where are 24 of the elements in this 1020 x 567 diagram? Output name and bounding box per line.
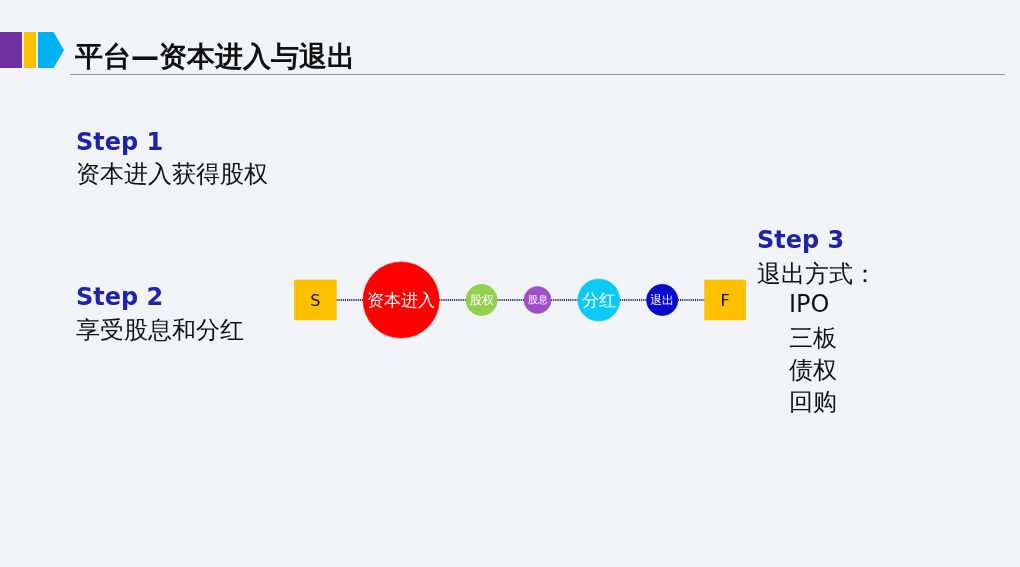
step-heading: Step 1: [76, 128, 164, 156]
label-text: 资本进入获得股权: [76, 159, 268, 190]
node-box: S: [294, 279, 337, 321]
title: 平台—资本进入与退出: [75, 39, 355, 75]
node-circle: 退出: [646, 284, 679, 316]
connector: [619, 298, 647, 302]
connector: [497, 298, 524, 302]
node-circle: 股权: [465, 284, 498, 316]
node-circle: 股息: [523, 286, 552, 314]
label-text: 三板: [789, 323, 837, 354]
node-circle: 资本进入: [362, 261, 440, 339]
label-text: IPO: [789, 290, 830, 318]
label-text: 退出方式：: [757, 259, 877, 290]
node-circle: 分红: [577, 278, 621, 322]
label-text: 回购: [789, 387, 837, 418]
node-box: F: [704, 279, 746, 321]
label-text: 享受股息和分红: [76, 315, 244, 346]
connector: [551, 298, 578, 302]
connector: [439, 298, 466, 302]
connector: [677, 298, 705, 302]
step-heading: Step 3: [757, 226, 845, 254]
step-heading: Step 2: [76, 283, 164, 311]
connector: [336, 298, 363, 302]
label-text: 债权: [789, 355, 837, 386]
